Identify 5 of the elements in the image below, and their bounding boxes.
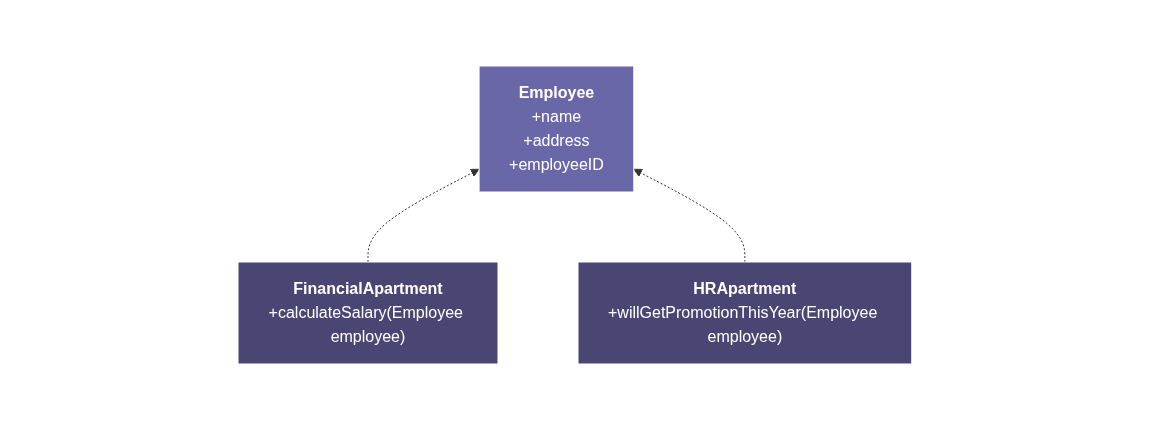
arrow <box>367 168 480 263</box>
node-box: FinancialApartment +calculateSalary(Employee employee) <box>237 261 499 365</box>
node-box: HRApartment +willGetPromotionThisYear(Employee employee) <box>577 261 913 365</box>
arrow <box>633 168 746 263</box>
node-box: Employee +name +address +employeeID <box>478 65 635 193</box>
